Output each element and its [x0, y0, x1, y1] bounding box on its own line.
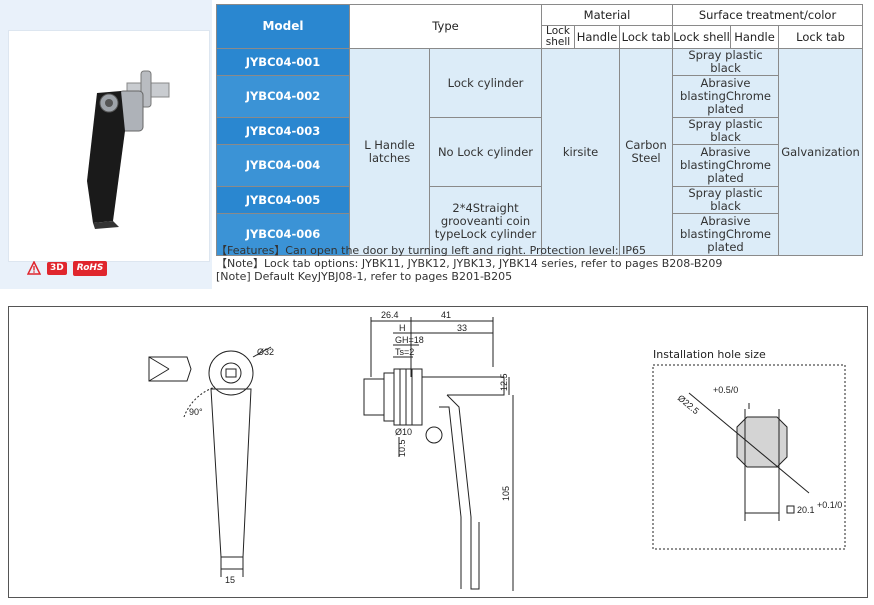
header-lock-tab: Lock tab: [619, 25, 674, 49]
l-handle-latch-image: [87, 70, 170, 229]
header-material: Material: [541, 4, 674, 26]
type-sub-cell: No Lock cylinder: [428, 117, 543, 187]
dim-41: 41: [441, 310, 451, 320]
type-sub-cell: Lock cylinder: [428, 48, 543, 118]
rohs-badge: RoHS: [72, 260, 108, 276]
type-main-cell: L Handle latches: [349, 48, 430, 256]
side-view: [363, 317, 514, 591]
model-cell[interactable]: JYBC04-001: [216, 48, 350, 76]
lock-tab-note: 【Note】Lock tab options: JYBK11, JYBK12, …: [216, 257, 723, 270]
dim-h: H: [399, 323, 406, 333]
header-lock-shell: Lock shell: [541, 25, 576, 49]
header-handle-2: Handle: [730, 25, 780, 49]
dim-d10: Ø10: [395, 427, 412, 437]
header-lock-shell-2: Lock shell: [672, 25, 732, 49]
notes-block: 【Features】Can open the door by turning l…: [216, 244, 866, 283]
features-note: 【Features】Can open the door by turning l…: [216, 244, 646, 257]
header-model: Model: [216, 4, 350, 49]
dim-264: 26.4: [381, 310, 399, 320]
hole-diameter-tol: +0.5/0: [713, 385, 738, 395]
drawing-canvas: Ø32 90° 15 26.4 41 H 33 GH=18 Ts=2 12.5 …: [148, 310, 846, 591]
front-view: [148, 346, 272, 577]
spec-table: Model Type Material Surface treatment/co…: [216, 4, 864, 256]
hole-diameter: Ø22.5: [676, 393, 701, 416]
product-photo: [8, 30, 210, 262]
dim-gh: GH=18: [395, 335, 424, 345]
dim-33: 33: [457, 323, 467, 333]
dim-125: 12.5: [499, 373, 509, 391]
dim-ts: Ts=2: [395, 347, 414, 357]
finish-cell: Spray plastic black: [672, 48, 780, 76]
installation-hole-view: [652, 364, 846, 550]
finish-cell: Abrasive blastingChrome plated: [672, 213, 780, 256]
installation-title: Installation hole size: [653, 348, 766, 361]
type-sub-cell: 2*4Straight grooveanti coin typeLock cyl…: [428, 186, 543, 256]
model-cell[interactable]: JYBC04-003: [216, 117, 350, 145]
technical-drawing: Ø32 90° 15 26.4 41 H 33 GH=18 Ts=2 12.5 …: [8, 306, 868, 598]
header-lock-tab-2: Lock tab: [778, 25, 864, 49]
handle-material-cell: Carbon Steel: [619, 48, 674, 256]
dim-angle: 90°: [189, 407, 203, 417]
lock-shell-cell: kirsite: [541, 48, 621, 256]
model-cell[interactable]: JYBC04-006: [216, 213, 350, 256]
finish-cell: Spray plastic black: [672, 186, 780, 214]
model-cell[interactable]: JYBC04-004: [216, 144, 350, 187]
finish-cell: Spray plastic black: [672, 117, 780, 145]
header-handle: Handle: [574, 25, 621, 49]
finish-cell: Abrasive blastingChrome plated: [672, 144, 780, 187]
model-cell[interactable]: JYBC04-002: [216, 75, 350, 118]
3d-badge[interactable]: 3D: [47, 261, 67, 275]
dim-w15: 15: [225, 575, 235, 585]
hole-width-tol: +0.1/0: [817, 500, 842, 510]
lock-tab-finish-cell: Galvanization: [778, 48, 864, 256]
dim-d32: Ø32: [257, 347, 274, 357]
finish-cell: Abrasive blastingChrome plated: [672, 75, 780, 118]
model-cell[interactable]: JYBC04-005: [216, 186, 350, 214]
key-note: [Note] Default KeyJYBJ08-1, refer to pag…: [216, 270, 513, 283]
certification-icons: 3D RoHS: [27, 260, 108, 276]
header-surface: Surface treatment/color: [672, 4, 864, 26]
header-type: Type: [348, 4, 543, 49]
dim-105: 105: [501, 486, 511, 501]
warning-icon: [27, 261, 41, 275]
dim-105a: 10.5: [397, 439, 407, 457]
hole-width: 20.1: [797, 505, 815, 515]
